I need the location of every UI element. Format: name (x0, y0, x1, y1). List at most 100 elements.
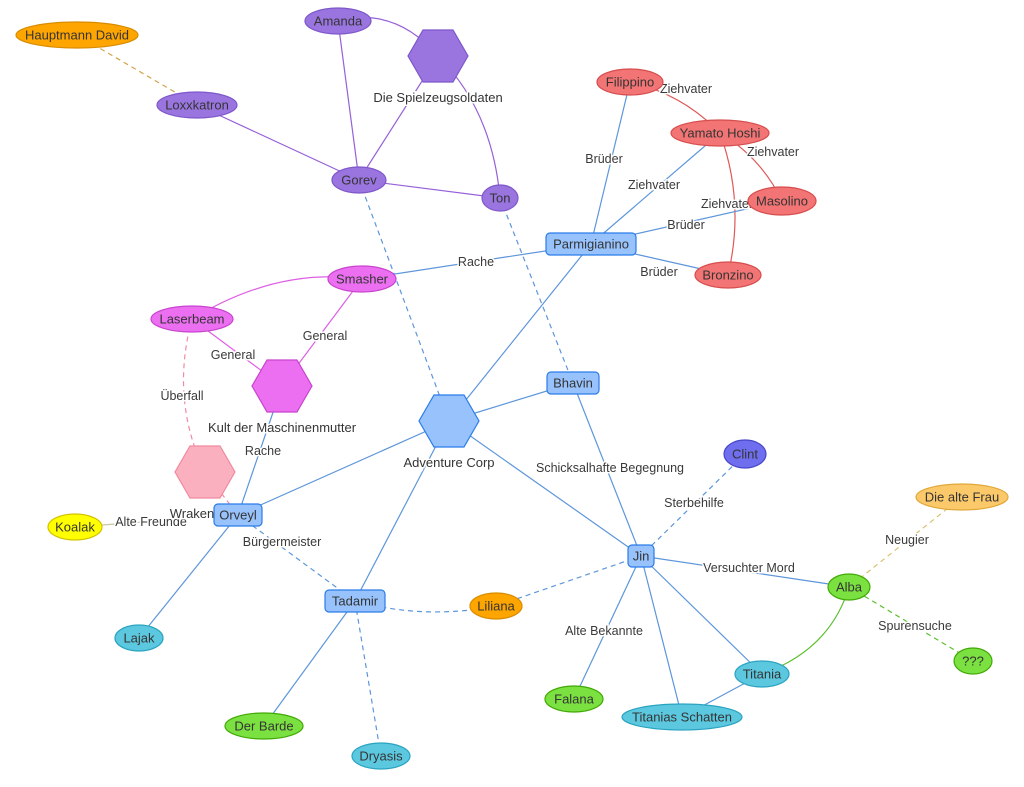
edge-ton-bhavin[interactable] (499, 197, 574, 384)
node-gorev[interactable]: Gorev (331, 166, 387, 194)
node-masolino[interactable]: Masolino (747, 186, 817, 216)
node-tadamir[interactable]: Tadamir (324, 589, 386, 613)
node-label: Die Spielzeugsoldaten (373, 90, 502, 105)
node-schatten[interactable]: Titanias Schatten (621, 703, 743, 731)
node-laserbeam[interactable]: Laserbeam (150, 305, 234, 333)
edge-label: General (303, 329, 347, 343)
node-adventure[interactable]: Adventure Corp (402, 394, 496, 472)
node-orveyl[interactable]: Orveyl (213, 503, 263, 527)
edge-amanda-gorev[interactable] (337, 20, 360, 181)
edge-adventure-orveyl[interactable] (237, 420, 450, 516)
node-loxxkatron[interactable]: Loxxkatron (156, 91, 238, 119)
node-filippino[interactable]: Filippino (596, 68, 664, 96)
edge-adventure-tadamir[interactable] (354, 420, 450, 602)
edge-filippino-parmigianino[interactable] (590, 81, 631, 245)
node-titania[interactable]: Titania (734, 660, 790, 688)
edge-label: Sterbehilfe (664, 496, 724, 510)
edge-label: Ziehvater (747, 145, 799, 159)
edge-alba-unknown[interactable] (848, 586, 974, 662)
node-amanda[interactable]: Amanda (304, 7, 372, 35)
node-shape (304, 7, 372, 35)
node-label: Bhavin (553, 376, 593, 391)
edge-orveyl-lajak[interactable] (138, 514, 239, 639)
node-label: Tadamir (332, 594, 379, 609)
edge-label: Bürgermeister (243, 535, 322, 549)
node-label: Titania (743, 667, 782, 682)
node-shape (407, 29, 469, 83)
node-bronzino[interactable]: Bronzino (694, 261, 762, 289)
node-label: Smasher (336, 272, 389, 287)
edge-gorev-adventure[interactable] (358, 179, 450, 422)
edge-jin-schatten[interactable] (640, 555, 683, 718)
node-jin[interactable]: Jin (627, 544, 655, 568)
node-shape (627, 544, 655, 568)
edge-jin-liliana[interactable] (495, 555, 642, 607)
node-ton[interactable]: Ton (481, 184, 519, 212)
node-label: Jin (633, 549, 650, 564)
node-label: Koalak (55, 520, 95, 535)
node-label: Alba (836, 580, 863, 595)
node-shape (331, 166, 387, 194)
node-altefrau[interactable]: Die alte Frau (915, 483, 1009, 511)
edge-altefrau-alba[interactable] (848, 496, 963, 588)
node-label: Kult der Maschinenmutter (208, 420, 357, 435)
edge-clint-jin[interactable] (640, 453, 746, 557)
edge-jin-alba[interactable] (640, 555, 850, 588)
edge-loxxkatron-gorev[interactable] (196, 104, 360, 181)
node-shape (324, 589, 386, 613)
node-shape (827, 573, 871, 601)
node-barde[interactable]: Der Barde (224, 712, 304, 740)
node-clint[interactable]: Clint (723, 439, 767, 469)
node-label: Clint (732, 447, 758, 462)
edge-orveyl-tadamir[interactable] (237, 514, 356, 602)
node-koalak[interactable]: Koalak (47, 513, 103, 541)
node-shape (596, 68, 664, 96)
edge-jin-falana[interactable] (573, 555, 642, 700)
node-shape (544, 685, 604, 713)
node-parmigianino[interactable]: Parmigianino (545, 232, 637, 256)
edge-label: Brüder (667, 218, 705, 232)
node-bhavin[interactable]: Bhavin (546, 371, 600, 395)
node-shape (545, 232, 637, 256)
node-label: Hauptmann David (25, 28, 129, 43)
edge-tadamir-barde[interactable] (263, 600, 356, 727)
node-shape (47, 513, 103, 541)
node-hauptmann[interactable]: Hauptmann David (15, 21, 139, 49)
node-shape (224, 712, 304, 740)
edge-alba-titania[interactable] (761, 586, 850, 675)
node-falana[interactable]: Falana (544, 685, 604, 713)
node-kult[interactable]: Kult der Maschinenmutter (206, 359, 358, 437)
node-lajak[interactable]: Lajak (114, 624, 164, 652)
edge-parmigianino-adventure[interactable] (448, 243, 592, 422)
node-liliana[interactable]: Liliana (469, 592, 523, 620)
node-dryasis[interactable]: Dryasis (351, 742, 411, 770)
edge-label: Überfall (160, 389, 203, 403)
edge-labels-layer: ZiehvaterZiehvaterZiehvaterBrüderZiehvat… (114, 81, 954, 640)
node-label: Ton (490, 191, 511, 206)
node-label: Der Barde (234, 719, 293, 734)
node-shape (251, 359, 313, 413)
node-spielzeug[interactable]: Die Spielzeugsoldaten (372, 29, 504, 107)
node-label: Dryasis (359, 749, 403, 764)
node-label: Lajak (123, 631, 155, 646)
node-label: Bronzino (702, 268, 753, 283)
edge-yamato-parmigianino[interactable] (590, 132, 721, 245)
node-shape (621, 703, 743, 731)
node-unknown[interactable]: ??? (953, 647, 993, 675)
node-smasher[interactable]: Smasher (327, 265, 397, 293)
edge-yamato-bronzino[interactable] (719, 132, 736, 276)
edge-label: Alte Freunde (115, 515, 187, 529)
edge-tadamir-dryasis[interactable] (354, 600, 382, 757)
edge-bhavin-jin[interactable] (572, 382, 642, 557)
node-label: Amanda (314, 14, 363, 29)
node-shape (481, 184, 519, 212)
edge-adventure-jin[interactable] (448, 420, 642, 557)
node-shape (351, 742, 411, 770)
node-alba[interactable]: Alba (827, 573, 871, 601)
edge-jin-titania[interactable] (640, 555, 763, 675)
node-yamato[interactable]: Yamato Hoshi (670, 119, 770, 147)
node-shape (327, 265, 397, 293)
